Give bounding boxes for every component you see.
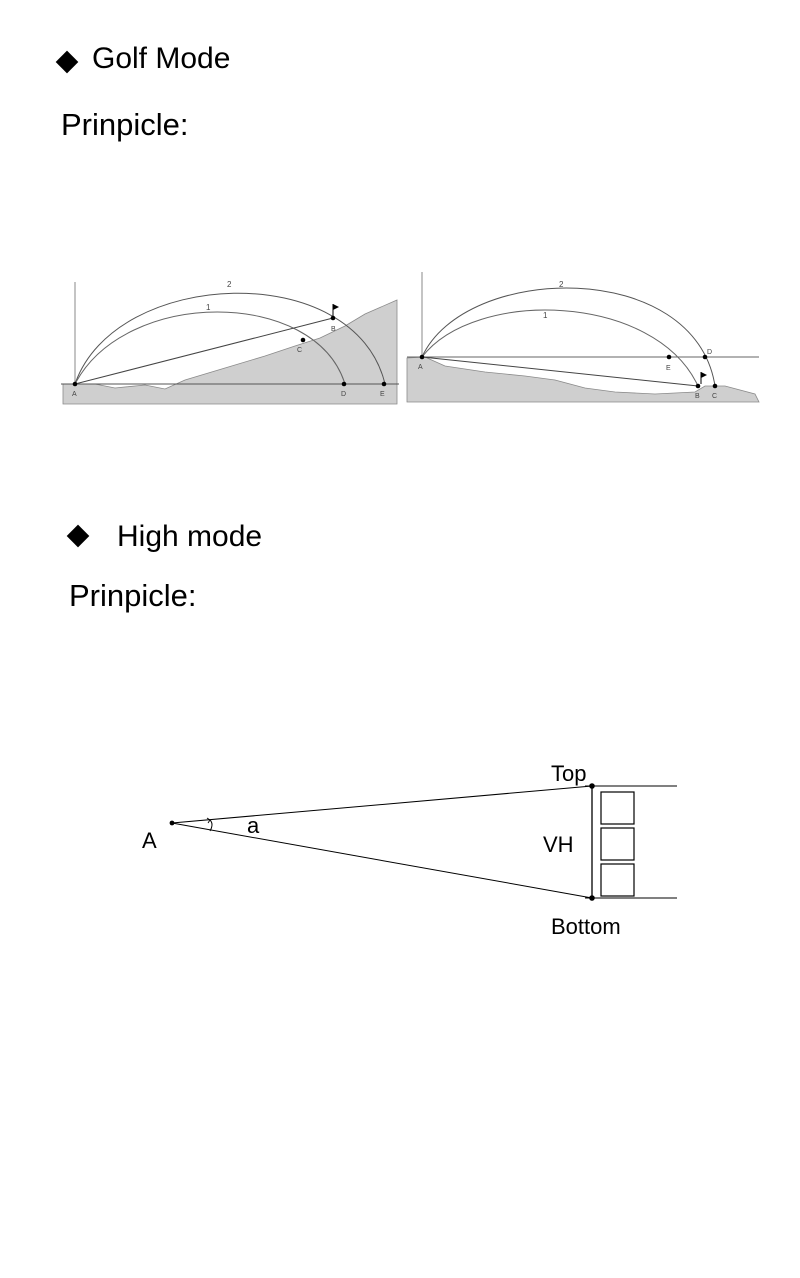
bullet-diamond-icon — [66, 524, 90, 548]
height-block — [600, 863, 635, 897]
point-bottom — [589, 895, 595, 901]
trajectory-arc-2 — [74, 292, 386, 385]
section-heading-golf-mode: Golf Mode — [92, 42, 231, 75]
point-label-e: E — [666, 365, 671, 372]
point-label-c: C — [712, 393, 717, 400]
bullet-diamond-icon — [55, 50, 79, 74]
section-heading-high-mode: High mode — [117, 520, 263, 553]
point-label-d: D — [341, 391, 346, 398]
point-label-d: D — [707, 349, 712, 356]
point-label-c: C — [297, 347, 302, 354]
arc-label-1: 1 — [206, 303, 211, 312]
section-subheading-high: Prinpicle: — [69, 578, 197, 613]
trajectory-arc-2 — [421, 287, 716, 387]
arc-label-2: 2 — [559, 280, 564, 289]
trajectory-arc-1 — [421, 309, 699, 387]
golf-diagram-uphill: 2 1 A B C D E — [61, 280, 399, 405]
terrain-uphill — [62, 299, 398, 405]
label-vh: VH — [543, 832, 574, 857]
arc-label-2: 2 — [227, 280, 232, 289]
height-block — [600, 827, 635, 861]
terrain-downhill — [406, 356, 760, 403]
point-label-a: A — [72, 391, 77, 398]
arc-label-1: 1 — [543, 311, 548, 320]
point-label-b: B — [331, 326, 336, 333]
label-bottom: Bottom — [551, 914, 621, 939]
label-top: Top — [551, 761, 586, 786]
label-point-a: A — [142, 828, 157, 853]
label-angle: a — [247, 813, 260, 838]
height-block — [600, 791, 635, 825]
trajectory-arc-1 — [74, 311, 346, 385]
flag-icon — [701, 372, 707, 378]
point-label-b: B — [695, 393, 700, 400]
height-measurement-diagram: Top Bottom VH A a — [142, 761, 677, 939]
point-label-e: E — [380, 391, 385, 398]
point-top — [589, 783, 595, 789]
point-label-a: A — [418, 364, 423, 371]
flag-icon — [333, 304, 339, 310]
point-a — [169, 820, 175, 826]
golf-diagram-downhill: 2 1 A E D B C — [406, 272, 760, 403]
section-subheading-golf: Prinpicle: — [61, 107, 189, 142]
angle-arc — [209, 819, 213, 832]
